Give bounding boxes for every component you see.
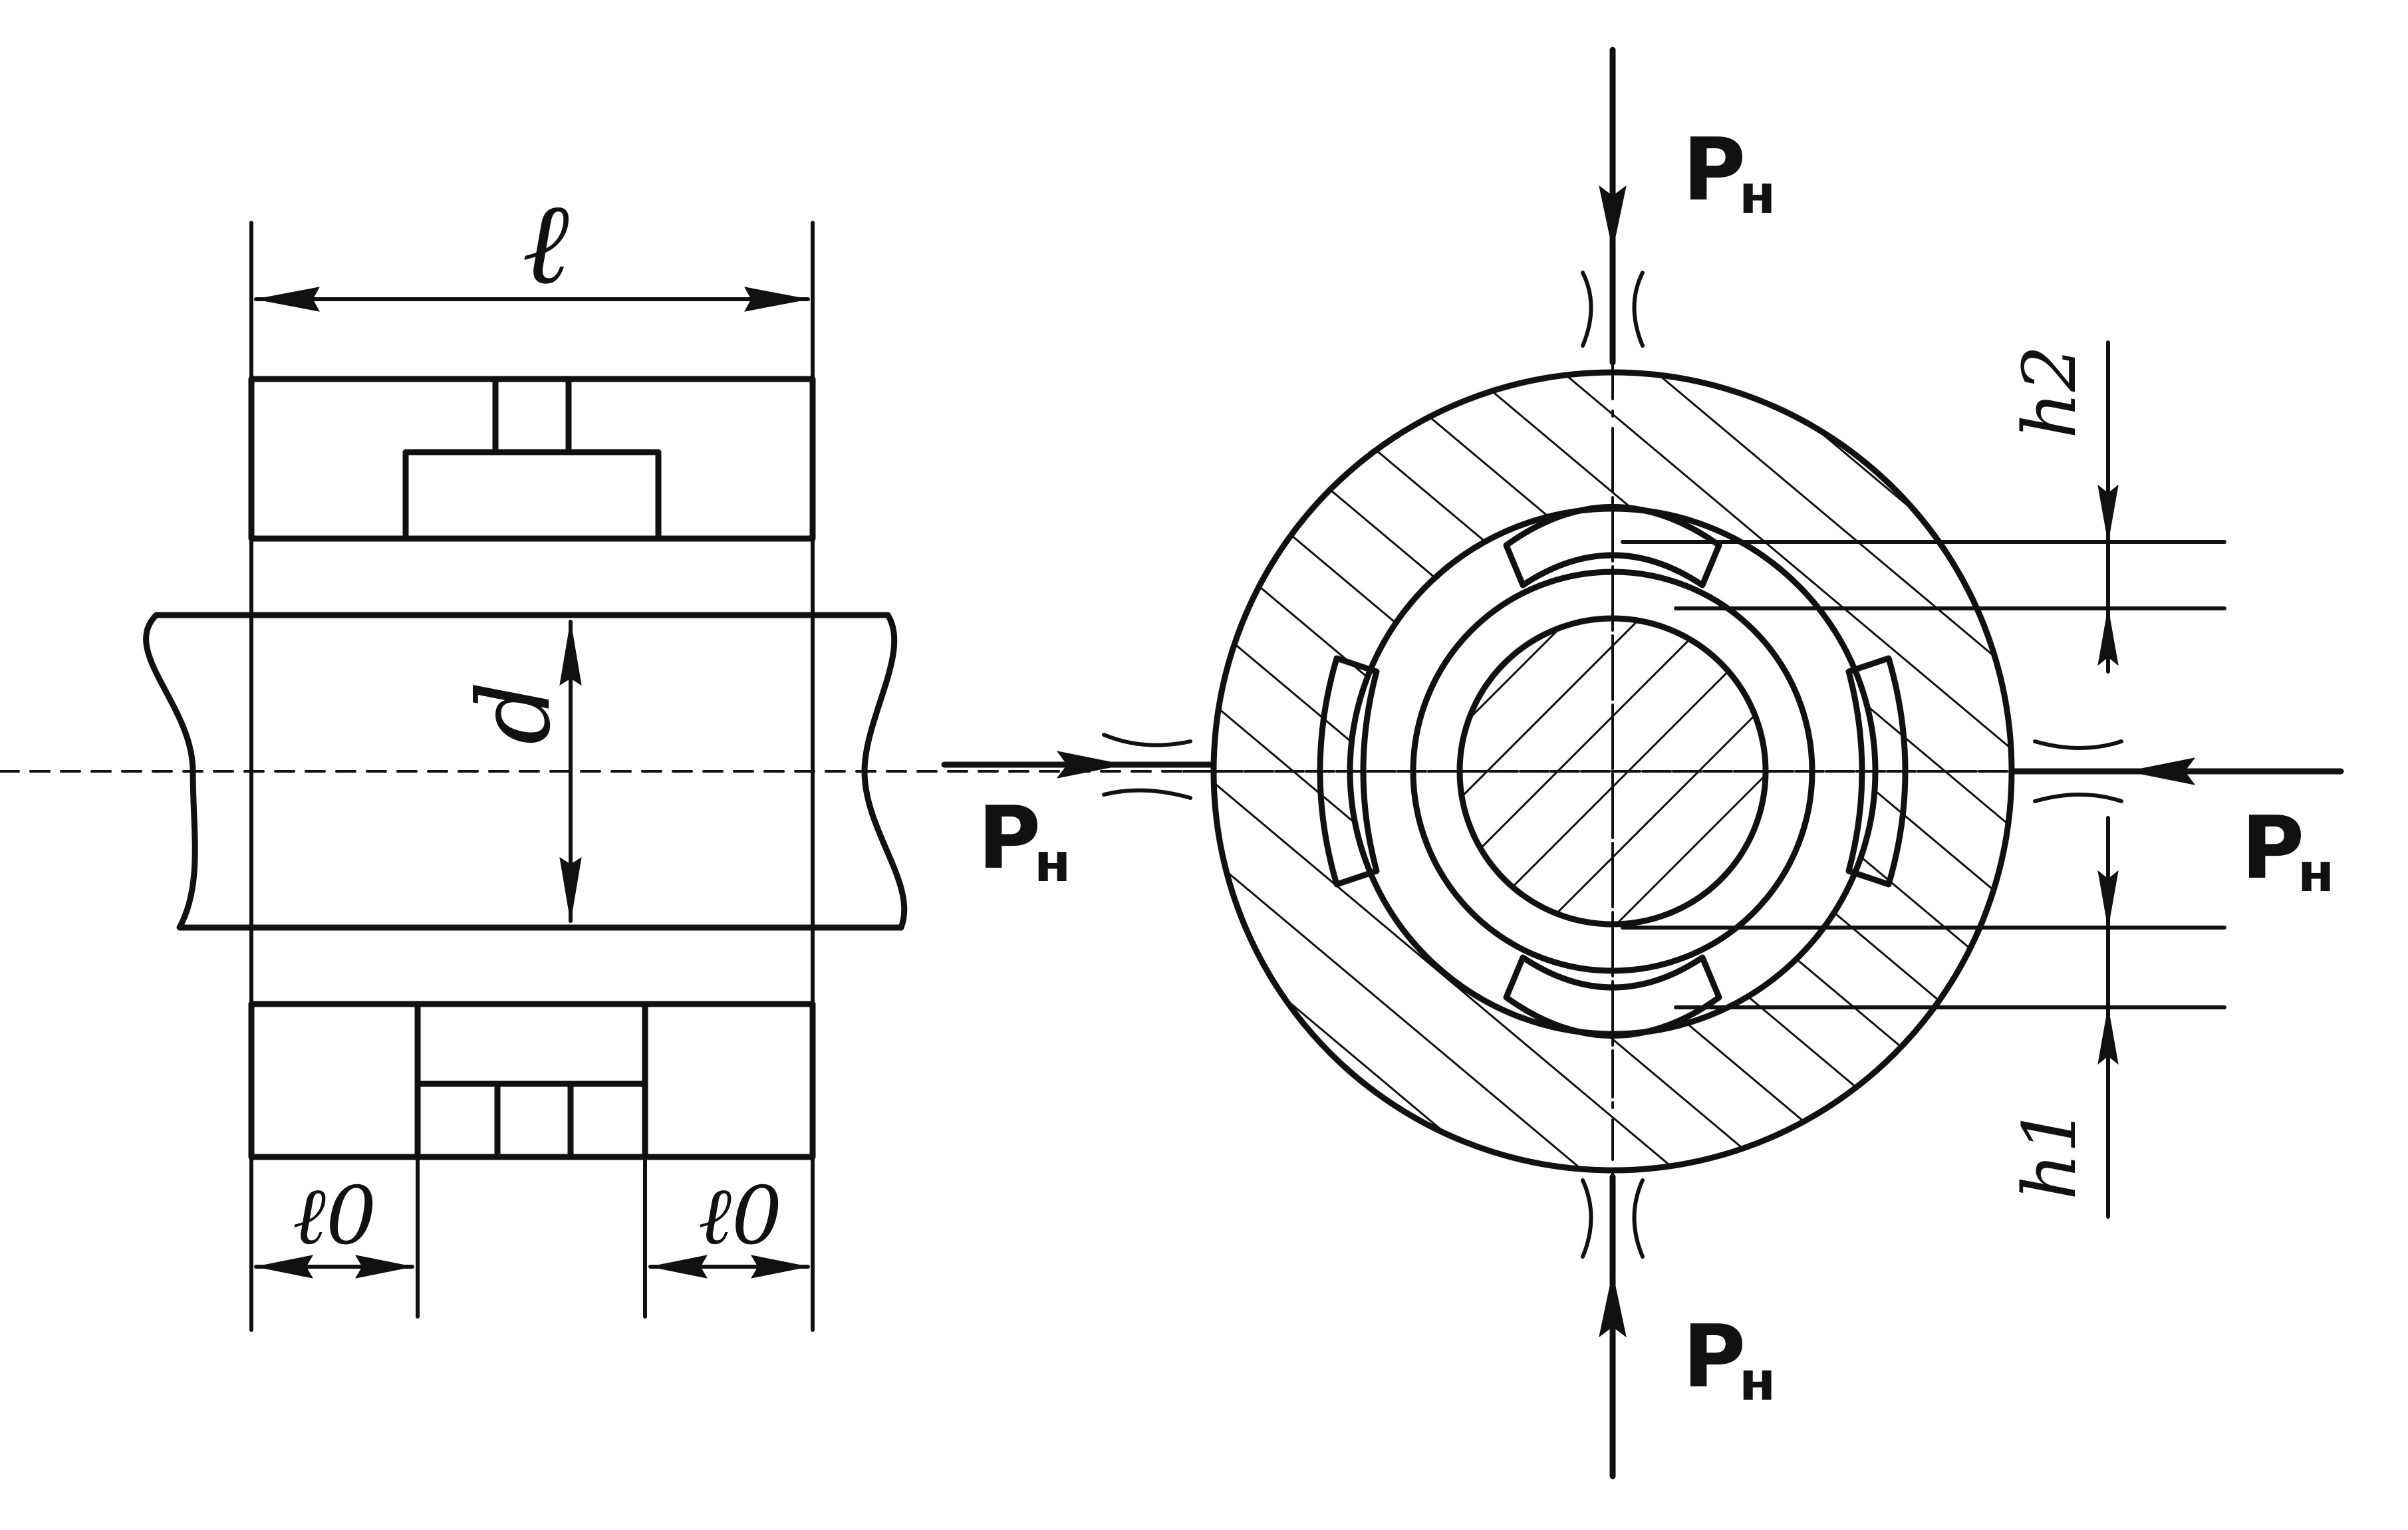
force-arrow-right: [2127, 757, 2196, 785]
dim-arrow-h2-bottom: [2097, 608, 2119, 666]
pad-right: [1845, 655, 1909, 888]
dim-arrow-d-bottom: [559, 856, 582, 922]
svg-text:P: P: [978, 787, 1041, 888]
force-arrow-left: [1056, 751, 1125, 779]
dim-arrow-h2-top: [2097, 484, 2119, 543]
svg-text:н: н: [1739, 164, 1776, 225]
dim-arrow-l-left: [255, 287, 320, 312]
force-gap-left-bottom: [1102, 788, 1192, 800]
force-gap-top-right: [1632, 271, 1645, 348]
label-h1: h1: [2007, 1106, 2092, 1200]
dim-arrow-l0-right-a: [650, 1255, 708, 1279]
label-p-left: P н: [978, 787, 1071, 894]
force-gap-bottom-right: [1632, 1178, 1645, 1259]
svg-text:P: P: [1682, 1306, 1746, 1407]
label-h2: h2: [2007, 345, 2092, 439]
svg-text:н: н: [1034, 832, 1071, 894]
label-l0-left: ℓ0: [293, 1170, 376, 1263]
svg-text:P: P: [1682, 119, 1746, 220]
pad-top: [1503, 504, 1722, 588]
label-p-right: P н: [2241, 797, 2334, 904]
forces: P н P н P н P н: [941, 47, 2344, 1479]
cross-section-view: [1182, 358, 2036, 1192]
shaft: [143, 612, 908, 931]
force-gap-bottom-left: [1581, 1178, 1593, 1259]
side-view: ℓ d ℓ0 ℓ0: [0, 178, 2342, 1332]
dim-arrow-l0-left-b: [355, 1255, 413, 1279]
dim-arrow-l-right: [744, 287, 809, 312]
upper-liner: [402, 449, 662, 542]
dim-arrow-d-top: [559, 621, 582, 686]
svg-text:н: н: [2298, 842, 2334, 904]
force-arrow-top: [1599, 185, 1627, 250]
upper-housing: [248, 376, 816, 542]
dim-arrow-h1-bottom: [2097, 1007, 2119, 1065]
dim-arrow-l0-right-b: [751, 1255, 809, 1279]
force-gap-top-left: [1581, 271, 1593, 348]
label-p-bottom: P н: [1682, 1306, 1776, 1412]
dim-arrow-l0-left-a: [255, 1255, 313, 1279]
force-gap-left-top: [1102, 733, 1192, 747]
svg-text:P: P: [2241, 797, 2304, 898]
force-gap-right-top: [2033, 739, 2123, 750]
svg-text:н: н: [1739, 1350, 1776, 1412]
label-l0-right: ℓ0: [698, 1170, 782, 1263]
label-d: d: [457, 681, 573, 745]
pad-bottom: [1503, 954, 1722, 1039]
lower-housing: [248, 1001, 816, 1160]
pad-left: [1317, 655, 1380, 888]
label-p-top: P н: [1682, 119, 1776, 225]
clearance-dimensions: h2 h1: [1621, 340, 2226, 1219]
label-l: ℓ: [522, 178, 569, 310]
force-gap-right-bottom: [2033, 793, 2123, 803]
force-arrow-bottom: [1599, 1273, 1627, 1338]
lower-liner: [414, 1001, 648, 1087]
dim-arrow-h1-top: [2097, 870, 2119, 928]
